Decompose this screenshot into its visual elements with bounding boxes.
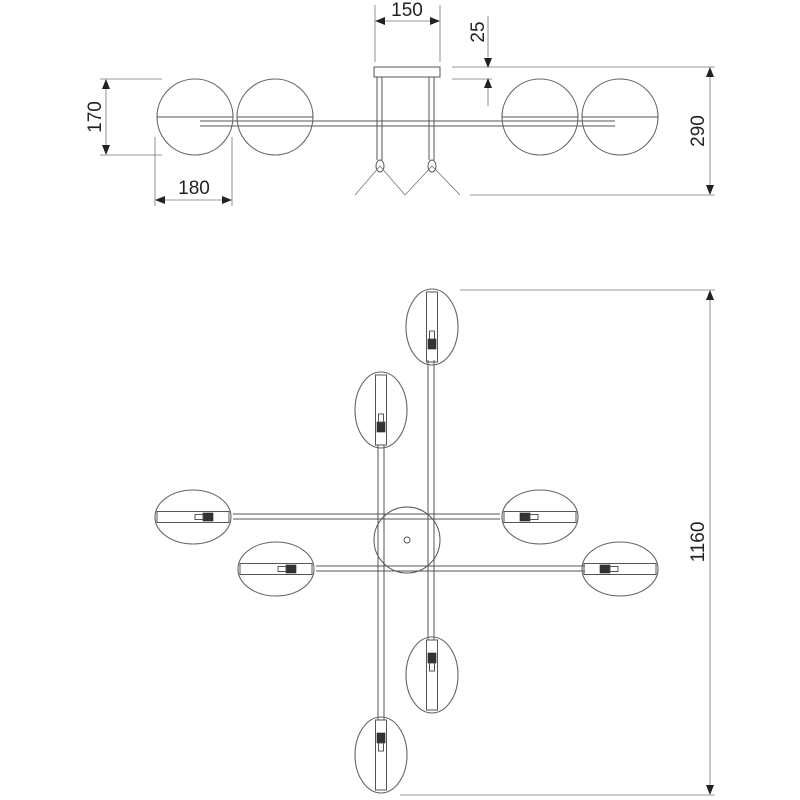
globe-side <box>581 78 659 156</box>
socket <box>427 338 437 350</box>
side-view: 150 25 170 180 290 <box>85 0 715 206</box>
lamp-holder <box>503 511 577 523</box>
lamp-holder <box>239 563 313 575</box>
lamp-holder <box>375 719 387 791</box>
globe-top-view <box>354 716 408 794</box>
globe-side <box>156 78 234 156</box>
globe-side <box>501 78 579 156</box>
bulb <box>378 742 384 752</box>
top-view: 1160 <box>154 288 715 796</box>
bulb <box>194 514 204 520</box>
globe-top-view <box>154 489 232 545</box>
side-globes <box>156 78 659 156</box>
socket <box>599 564 611 574</box>
canopy-center-hole <box>403 536 411 544</box>
bulb <box>378 413 384 423</box>
light-cone <box>354 165 406 196</box>
globe-side <box>236 78 314 156</box>
spotlights <box>354 159 461 196</box>
glass-globe <box>354 716 408 794</box>
socket <box>376 421 386 433</box>
lamp-holder <box>583 563 657 575</box>
bulb <box>429 330 435 340</box>
lamp-holder <box>375 374 387 446</box>
lamp-holder <box>426 639 438 711</box>
arm-bar <box>200 120 615 127</box>
bulb <box>277 566 287 572</box>
canopy <box>373 66 441 78</box>
top-globes <box>154 288 659 794</box>
globe-top-view <box>501 489 579 545</box>
dimension-canopy-width: 150 <box>374 0 441 62</box>
arms <box>233 360 585 720</box>
dimension-total-height: 290 <box>470 67 715 196</box>
rods <box>376 77 435 160</box>
dimension-label: 170 <box>85 101 106 133</box>
dimension-label: 290 <box>688 115 709 147</box>
dimension-canopy-height: 25 <box>452 16 715 106</box>
bulb <box>429 662 435 672</box>
socket <box>376 732 386 744</box>
globe-top-view <box>405 636 459 714</box>
globe-top-view <box>581 541 659 597</box>
socket <box>285 564 297 574</box>
socket <box>519 512 531 522</box>
dimension-total-length: 1160 <box>400 289 715 796</box>
glass-globe <box>405 288 459 366</box>
socket <box>427 652 437 664</box>
dimension-globe-height: 170 <box>85 78 162 156</box>
light-cone <box>404 165 461 196</box>
glass-globe <box>237 541 315 597</box>
glass-globe <box>501 489 579 545</box>
glass-globe <box>581 541 659 597</box>
bulb <box>529 514 539 520</box>
dimension-label: 180 <box>178 178 210 199</box>
dimension-label: 150 <box>391 0 423 21</box>
glass-globe <box>354 371 408 449</box>
lamp-holder <box>426 291 438 363</box>
canopy-plate <box>373 506 441 574</box>
spot-head <box>375 159 385 173</box>
dimension-label: 25 <box>468 21 489 42</box>
globe-top-view <box>237 541 315 597</box>
dimension-label: 1160 <box>688 522 709 563</box>
spot-head <box>427 159 437 173</box>
socket <box>202 512 214 522</box>
dimension-globe-width: 180 <box>154 137 233 206</box>
glass-globe <box>154 489 232 545</box>
globe-top-view <box>354 371 408 449</box>
bulb <box>609 566 619 572</box>
glass-globe <box>405 636 459 714</box>
globe-top-view <box>405 288 459 366</box>
lamp-holder <box>156 511 230 523</box>
